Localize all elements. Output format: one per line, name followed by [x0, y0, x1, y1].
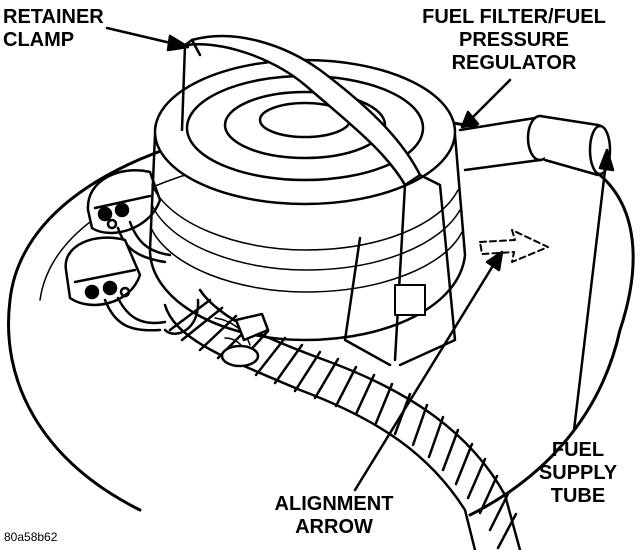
figure-code: 80a58b62: [4, 530, 58, 544]
alignment-arrow-mark: [479, 229, 549, 263]
label-fuel-filter-regulator: FUEL FILTER/FUEL PRESSURE REGULATOR: [422, 6, 606, 74]
regulator-leader: [460, 78, 512, 129]
label-alignment-arrow: ALIGNMENT ARROW: [274, 493, 394, 538]
alignment-arrow-leader: [353, 250, 504, 492]
label-retainer-clamp: RETAINER CLAMP: [3, 6, 104, 51]
corrugated-fuel-hose: [163, 288, 522, 550]
label-fuel-supply-tube: FUEL SUPPLY TUBE: [538, 439, 618, 507]
regulator-outlet-tube: [458, 114, 612, 177]
lower-electrical-connector: [64, 236, 167, 332]
supply-tube-leader: [572, 148, 615, 432]
upper-electrical-connector: [86, 169, 172, 264]
retainer-clamp-band: [180, 34, 457, 367]
retainer-clamp-leader: [105, 26, 190, 52]
